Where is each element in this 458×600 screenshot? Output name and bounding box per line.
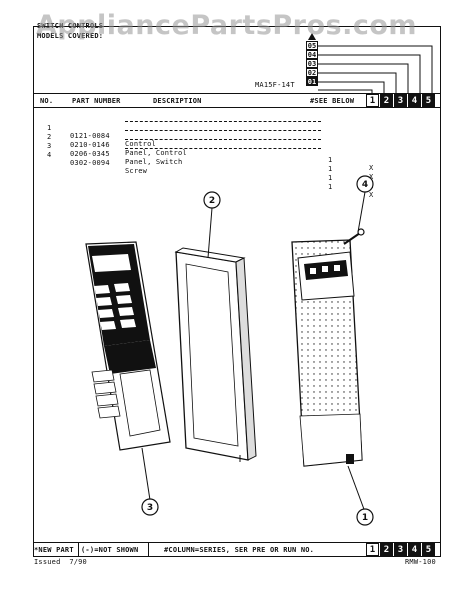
column-number-3: 3 <box>394 94 407 107</box>
screw-part <box>343 228 365 245</box>
row-part: 0121-0084 <box>70 132 110 140</box>
callout-3: 3 <box>147 503 153 513</box>
model-number: MA15F-14T <box>255 81 295 89</box>
column-note: #COLUMN=SERIES, SER PRE OR RUN NO. <box>164 546 315 554</box>
row-desc: Screw <box>125 167 149 175</box>
callout-4: 4 <box>362 180 368 190</box>
switch-panel-part <box>85 241 171 451</box>
row-qty: 1 <box>328 165 333 173</box>
series-code-04: 04 <box>306 50 318 59</box>
form-code: RMW-100 <box>405 558 436 566</box>
series-code-02: 02 <box>306 68 318 77</box>
row-part: 0302-0094 <box>70 159 110 167</box>
footer-column-number-4: 4 <box>408 543 421 556</box>
frame-left <box>33 26 34 556</box>
new-part-legend: *NEW PART <box>34 546 74 554</box>
leader-line <box>125 130 321 131</box>
row-part: 0210-0146 <box>70 141 110 149</box>
table-row: 1 0121-0084 Control 1 X <box>0 116 458 172</box>
row-qty: 1 <box>328 174 333 182</box>
series-connector-lines <box>318 45 433 94</box>
series-code-01: 01 <box>306 77 318 86</box>
table-row: 2 0210-0146 Panel, Control 1 X <box>0 125 458 181</box>
row-mark: X <box>369 164 374 172</box>
leader-line <box>125 121 321 122</box>
table-header-bottom-rule <box>33 107 441 108</box>
leader-line <box>125 139 321 140</box>
leader-line <box>125 148 321 149</box>
frame-top <box>33 26 441 27</box>
callout-1: 1 <box>362 513 368 523</box>
models-covered-label: MODELS COVERED: <box>37 32 104 40</box>
row-no: 1 <box>47 124 52 132</box>
callout-2: 2 <box>209 196 215 206</box>
control-panel-part <box>174 247 257 462</box>
row-mark: X <box>369 173 374 181</box>
table-header-top-rule <box>33 93 441 94</box>
col-see-below-header: #SEE BELOW <box>310 97 355 105</box>
column-number-1: 1 <box>366 94 379 107</box>
exploded-diagram: 1 2 3 4 <box>85 175 374 526</box>
row-desc: Panel, Switch <box>125 158 184 166</box>
row-desc: Control <box>125 140 157 148</box>
page-title: SWITCH CONTROLS <box>37 22 104 30</box>
footer-column-number-3: 3 <box>394 543 407 556</box>
row-desc: Panel, Control <box>125 149 188 157</box>
footer-column-number-5: 5 <box>422 543 435 556</box>
callout-circle <box>356 508 374 526</box>
row-part: 0206-0345 <box>70 150 110 158</box>
callout-circle <box>141 498 159 516</box>
row-qty: 1 <box>328 156 333 164</box>
col-part-header: PART NUMBER <box>72 97 121 105</box>
triangle-marker <box>308 33 316 40</box>
series-code-03: 03 <box>306 59 318 68</box>
row-mark: X <box>369 191 374 199</box>
table-row: 3 0206-0345 Panel, Switch 1 X <box>0 134 458 190</box>
col-no-header: NO. <box>40 97 54 105</box>
row-qty: 1 <box>328 183 333 191</box>
series-code-05: 05 <box>306 41 318 50</box>
row-no: 4 <box>47 151 52 159</box>
not-shown-legend: (-)=NOT SHOWN <box>81 546 139 554</box>
footer-bottom-rule <box>33 556 441 557</box>
column-number-2: 2 <box>380 94 393 107</box>
callout-circle <box>203 191 221 209</box>
row-no: 2 <box>47 133 52 141</box>
footer-column-number-2: 2 <box>380 543 393 556</box>
table-row: 4 0302-0094 Screw 1 X <box>0 143 458 199</box>
footer-top-rule <box>33 542 441 543</box>
control-board-part <box>291 239 363 467</box>
frame-right <box>440 26 441 556</box>
column-number-5: 5 <box>422 94 435 107</box>
watermark-text: AppliancePartsPros.com <box>36 10 418 41</box>
issued-date: Issued 7/90 <box>34 558 87 566</box>
column-number-4: 4 <box>408 94 421 107</box>
callout-circle <box>356 175 374 193</box>
row-no: 3 <box>47 142 52 150</box>
footer-column-number-1: 1 <box>366 543 379 556</box>
col-desc-header: DESCRIPTION <box>153 97 202 105</box>
